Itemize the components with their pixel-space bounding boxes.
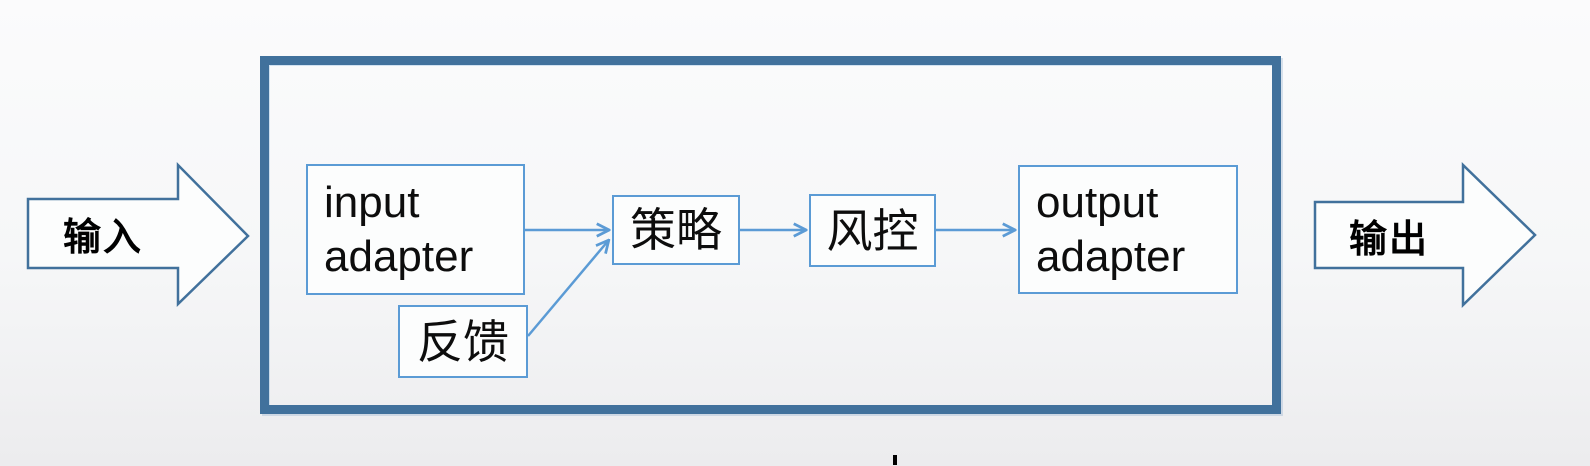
node-output-adapter: output adapter [1018, 165, 1238, 294]
system-boundary-box [260, 56, 1281, 414]
output-block-arrow [1313, 162, 1537, 308]
input-block-arrow [26, 161, 250, 307]
node-output-adapter-label: output adapter [1036, 177, 1186, 281]
edge-feedback-to-strategy [527, 241, 608, 337]
node-feedback: 反馈 [398, 305, 528, 378]
node-risk-control-label: 风控 [826, 204, 919, 257]
text-cursor-mark [893, 455, 897, 465]
node-risk-control: 风控 [809, 194, 936, 267]
input-arrow-label: 输入 [62, 217, 143, 259]
node-strategy-label: 策略 [630, 204, 722, 256]
node-input-adapter: input adapter [306, 164, 525, 295]
node-strategy: 策略 [612, 195, 740, 265]
node-feedback-label: 反馈 [417, 315, 509, 368]
output-arrow-label: 输出 [1348, 218, 1429, 261]
node-input-adapter-label: input adapter [324, 177, 474, 281]
